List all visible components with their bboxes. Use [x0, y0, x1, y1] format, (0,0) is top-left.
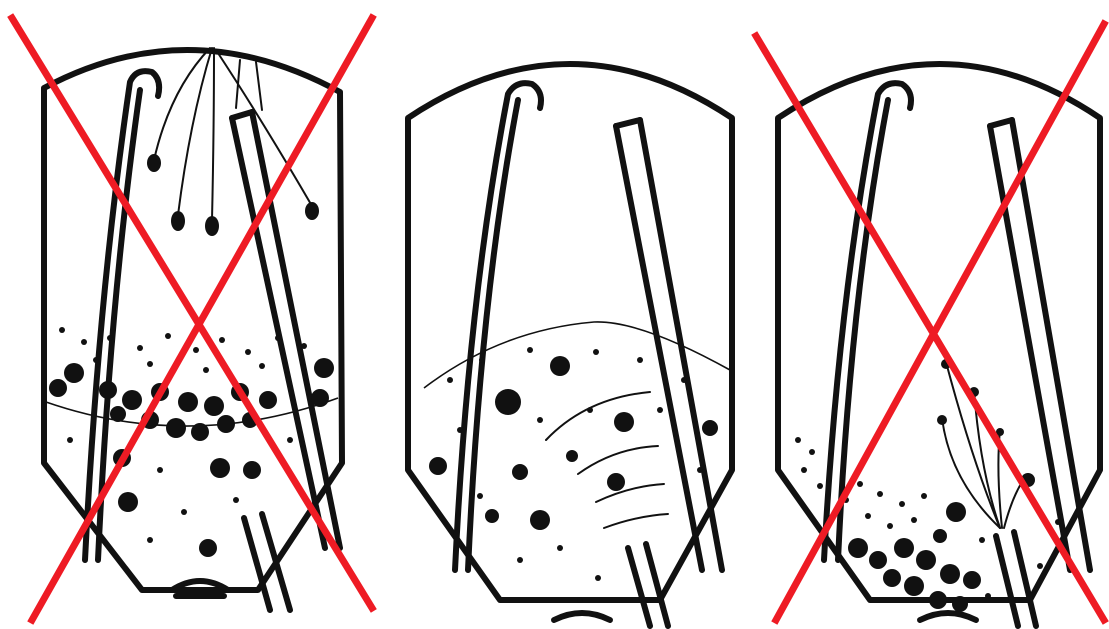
vessel-right-outlet — [920, 613, 976, 620]
vessel-middle-j-tube-outer — [455, 83, 541, 570]
vessel-middle-outlet — [554, 613, 610, 620]
vessel-right-dip-tube-a — [990, 126, 1070, 570]
vessel-middle-dip-tube-b — [640, 120, 722, 570]
vessel-right-bottom-pipe-a — [996, 536, 1018, 626]
vessel-middle — [408, 64, 732, 626]
vessel-right-j-tube-outer — [824, 83, 911, 560]
vessel-middle-flow-arcs — [546, 392, 668, 528]
vessel-left-splash — [147, 48, 319, 236]
vessel-right-jet — [937, 359, 1035, 528]
vessel-right-particles — [795, 437, 1061, 612]
vessel-middle-dip-tube-a — [616, 126, 702, 570]
vessel-right-dip-tube-b — [1012, 120, 1090, 570]
vessel-middle-bottom-pipe-a — [628, 548, 650, 626]
vessel-left-j-tube-outer — [85, 71, 159, 560]
